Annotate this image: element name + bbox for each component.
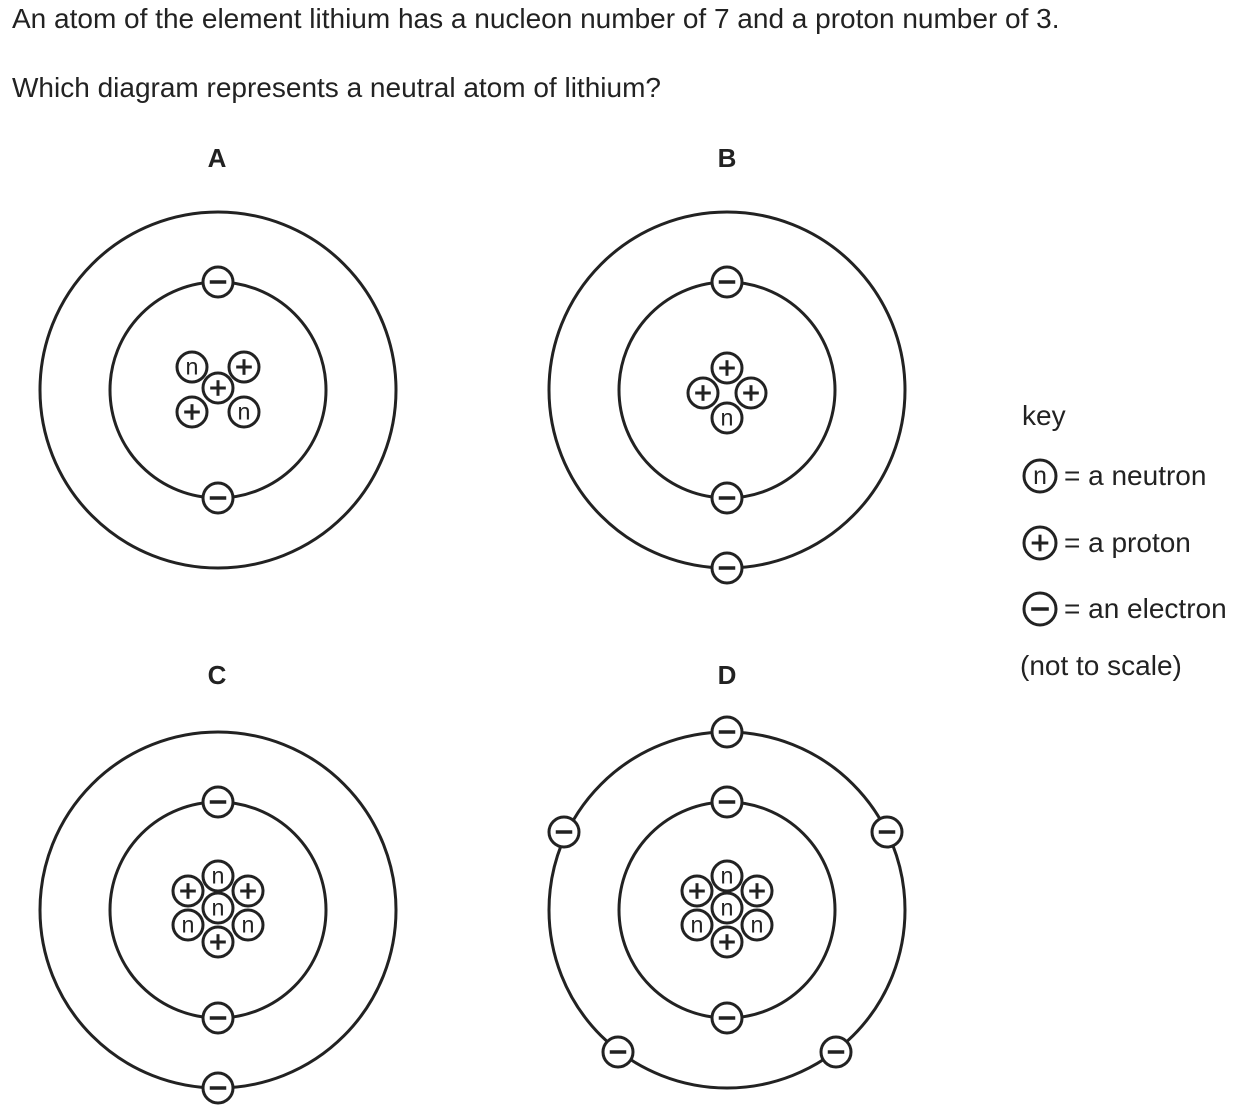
key-proton-label: = a proton [1064, 527, 1191, 558]
key-proton-icon [1022, 525, 1058, 561]
question-prompt: Which diagram represents a neutral atom … [12, 72, 661, 103]
electron-particle [601, 1035, 635, 1069]
nucleus: nn [175, 350, 261, 429]
neutron-particle: n [171, 908, 205, 942]
svg-text:n: n [691, 912, 704, 938]
electron-particle [710, 551, 744, 585]
svg-text:n: n [721, 895, 734, 921]
electron-particle [710, 265, 744, 299]
svg-text:n: n [1033, 463, 1047, 490]
svg-text:n: n [721, 863, 734, 889]
svg-text:n: n [238, 399, 251, 425]
key-neutron-label: = a neutron [1064, 460, 1206, 491]
atom-diagram-b: n [547, 210, 907, 585]
key-electron-icon [1022, 591, 1058, 627]
neutron-particle: n [710, 891, 744, 925]
key-neutron-icon: n [1022, 458, 1058, 494]
svg-text:n: n [212, 863, 225, 889]
nucleus: n [686, 351, 768, 435]
proton-particle [734, 376, 768, 410]
key-electron-label: = an electron [1064, 593, 1227, 624]
outer-shell [38, 210, 398, 570]
neutron-particle: n [740, 908, 774, 942]
proton-particle [680, 874, 714, 908]
electron-particle [547, 815, 581, 849]
diagram-label-a: A [208, 143, 227, 173]
proton-particle [710, 925, 744, 959]
key-title: key [1022, 400, 1066, 431]
proton-particle [175, 395, 209, 429]
neutron-particle: n [231, 908, 265, 942]
electron-particle [819, 1035, 853, 1069]
electron-particle [870, 815, 904, 849]
key-note: (not to scale) [1020, 650, 1182, 681]
key-panel: key n = a neutron = a proton = an electr… [1020, 400, 1227, 681]
electron-particle [201, 1001, 235, 1035]
proton-particle [231, 874, 265, 908]
neutron-particle: n [710, 859, 744, 893]
electron-particle [201, 481, 235, 515]
neutron-particle: n [201, 891, 235, 925]
proton-particle [227, 350, 261, 384]
svg-text:n: n [751, 912, 764, 938]
outer-shell [547, 210, 907, 570]
proton-particle [710, 351, 744, 385]
electron-particle [201, 265, 235, 299]
diagram-label-d: D [718, 660, 737, 690]
svg-text:n: n [721, 405, 734, 431]
inner-shell [617, 280, 837, 500]
electron-particle [201, 1071, 235, 1105]
diagram-label-c: C [208, 660, 227, 690]
neutron-particle: n [201, 859, 235, 893]
atom-diagram-a: nn [38, 210, 398, 570]
svg-text:n: n [212, 895, 225, 921]
neutron-particle: n [680, 908, 714, 942]
proton-particle [201, 371, 235, 405]
proton-particle [740, 874, 774, 908]
neutron-particle: n [175, 350, 209, 384]
svg-text:n: n [186, 354, 199, 380]
electron-particle [710, 1001, 744, 1035]
proton-particle [686, 376, 720, 410]
neutron-particle: n [710, 401, 744, 435]
electron-particle [710, 715, 744, 749]
electron-particle [710, 785, 744, 819]
proton-particle [201, 925, 235, 959]
svg-text:n: n [242, 912, 255, 938]
diagram-label-b: B [718, 143, 737, 173]
svg-text:n: n [182, 912, 195, 938]
proton-particle [171, 874, 205, 908]
electron-particle [710, 481, 744, 515]
neutron-particle: n [227, 395, 261, 429]
electron-particle [201, 785, 235, 819]
question-stem: An atom of the element lithium has a nuc… [12, 3, 1060, 34]
